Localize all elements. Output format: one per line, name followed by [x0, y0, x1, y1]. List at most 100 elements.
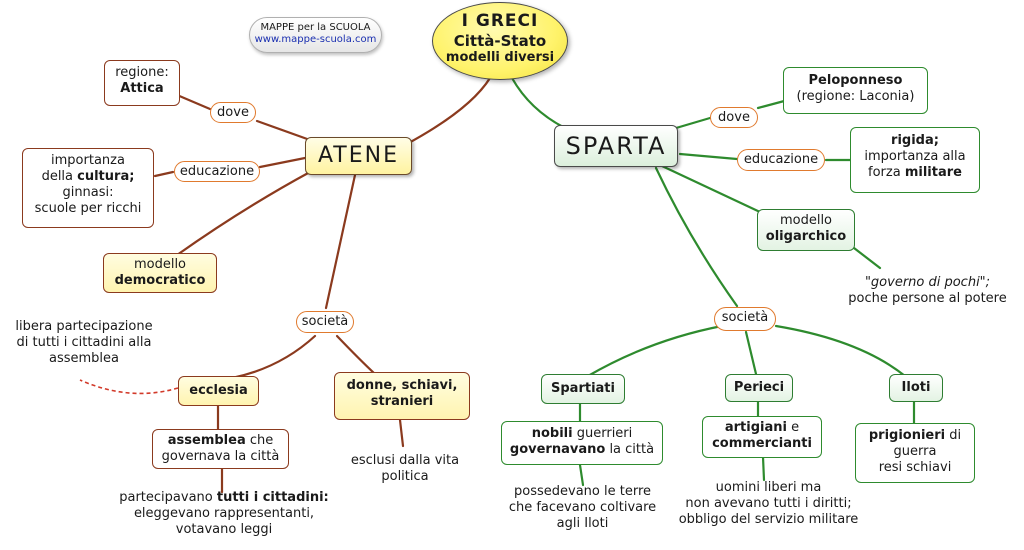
spartiati-desc-box: nobili guerrieri governavano la città [501, 421, 663, 465]
atene-assemblea-line-1b: che [245, 433, 274, 448]
title-line-2: Città-Stato [453, 31, 547, 50]
atene-dove-link: dove [210, 102, 256, 123]
atene-educazione-line-3: ginnasi: [62, 184, 114, 200]
sparta-modello-box: modello oligarchico [757, 209, 855, 251]
atene-modello-note-line-2: di tutti i cittadini alla [16, 334, 152, 350]
atene-assemblea-note-line-2: eleggevano rappresentanti, [133, 505, 315, 521]
iloti-box: Iloti [889, 374, 943, 402]
spartiati-note-line-1: possedevano le terre [514, 484, 651, 499]
perieci-label: Perieci [733, 380, 785, 395]
atene-educazione-text: educazione [179, 164, 255, 179]
atene-modello-note: libera partecipazione di tutti i cittadi… [2, 319, 166, 369]
perieci-box: Perieci [725, 374, 793, 402]
iloti-desc-line-1b: di [945, 428, 962, 443]
atene-donne-note-line-2: politica [381, 468, 429, 484]
atene-educazione-line-2b: cultura; [77, 168, 135, 184]
sparta-regione-box: Peloponneso (regione: Laconia) [783, 67, 928, 114]
sparta-educazione-text: educazione [743, 152, 819, 167]
spartiati-note-line-2: che facevano coltivare [508, 499, 657, 515]
sparta-regione-value: (regione: Laconia) [796, 88, 915, 104]
iloti-desc-line-3: resi schiavi [878, 459, 952, 475]
sparta-educazione-line-3b: militare [904, 164, 962, 180]
atene-assemblea-line-1a: assemblea [167, 433, 246, 448]
atene-label: ATENE [317, 143, 400, 168]
credit-url[interactable]: www.mappe-scuola.com [254, 34, 377, 46]
credit-badge: MAPPE per la SCUOLA www.mappe-scuola.com [249, 17, 382, 53]
spartiati-box: Spartiati [541, 374, 625, 404]
atene-donne-box: donne, schiavi, stranieri [334, 372, 470, 420]
sparta-educazione-line-2: importanza alla [864, 148, 966, 164]
sparta-modello-note-line-2: poche persone al potere [848, 290, 1007, 306]
spartiati-note: possedevano le terre che facevano coltiv… [500, 484, 665, 538]
sparta-modello-label: modello [779, 213, 833, 228]
perieci-note: uomini liberi ma non avevano tutti i dir… [666, 480, 871, 534]
perieci-desc-line-1b: e [786, 420, 800, 435]
sparta-node: SPARTA [554, 125, 678, 167]
sparta-dove-text: dove [718, 110, 750, 125]
perieci-desc-line-2: commercianti [712, 435, 812, 451]
sparta-modello-value: oligarchico [765, 228, 847, 244]
perieci-desc-box: artigiani e commercianti [702, 416, 822, 458]
sparta-societa-text: società [721, 310, 769, 325]
atene-ecclesia-label: ecclesia [189, 383, 248, 398]
iloti-desc-box: prigionieri di guerra resi schiavi [855, 423, 975, 483]
sparta-label: SPARTA [565, 132, 667, 160]
atene-dove-text: dove [217, 105, 249, 120]
iloti-desc-line-2: guerra [893, 443, 937, 459]
perieci-note-line-1: uomini liberi ma [715, 480, 822, 495]
spartiati-desc-line-1b: guerrieri [572, 426, 633, 441]
atene-assemblea-note-line-3: votavano leggi [175, 521, 273, 537]
atene-assemblea-line-1: assemblea che [153, 433, 288, 449]
iloti-desc-line-1: prigionieri di [856, 428, 974, 444]
atene-educazione-line-1: importanza [51, 153, 125, 168]
credit-title: MAPPE per la SCUOLA [260, 22, 371, 33]
atene-educazione-box: importanza della cultura; ginnasi: scuol… [22, 148, 154, 228]
atene-educazione-line-4: scuole per ricchi [34, 200, 142, 216]
atene-node: ATENE [305, 137, 412, 175]
title-line-3: modelli diversi [445, 50, 555, 66]
perieci-desc-line-1a: artigiani [724, 420, 787, 435]
sparta-societa-link: società [714, 307, 776, 331]
title-node: I GRECI Città-Stato modelli diversi [432, 2, 568, 80]
atene-ecclesia-box: ecclesia [178, 376, 259, 406]
perieci-desc-line-1: artigiani e [703, 420, 821, 436]
sparta-dove-link: dove [710, 107, 758, 128]
atene-donne-line-2: stranieri [370, 393, 434, 409]
spartiati-note-line-3: agli Iloti [556, 515, 609, 531]
atene-assemblea-box: assemblea che governava la città [152, 429, 289, 469]
sparta-educazione-line-1: rigida; [891, 133, 939, 148]
atene-societa-link: società [296, 311, 354, 333]
atene-regione-value: Attica [120, 80, 164, 96]
atene-assemblea-note: partecipavano tutti i cittadini: eleggev… [108, 490, 340, 544]
atene-educazione-line-2: della cultura; [23, 169, 153, 185]
atene-donne-line-1: donne, schiavi, [346, 378, 458, 393]
atene-assemblea-note-line-1b: tutti i cittadini: [216, 490, 329, 505]
sparta-educazione-line-3: forza militare [851, 165, 979, 181]
atene-assemblea-line-2: governava la città [161, 448, 280, 464]
atene-regione-label: regione: [115, 65, 169, 80]
atene-educazione-line-2a: della [41, 168, 78, 184]
spartiati-desc-line-1a: nobili [531, 426, 573, 441]
atene-modello-label: modello [133, 257, 187, 272]
iloti-desc-line-1a: prigionieri [868, 428, 946, 443]
sparta-modello-note-line-1: "governo di pochi"; [864, 275, 991, 290]
atene-donne-note-line-1: esclusi dalla vita [350, 453, 460, 468]
iloti-label: Iloti [901, 380, 931, 395]
spartiati-label: Spartiati [551, 381, 615, 396]
atene-societa-text: società [301, 314, 349, 329]
sparta-educazione-line-3a: forza [868, 164, 905, 180]
atene-donne-note: esclusi dalla vita politica [340, 453, 470, 489]
sparta-educazione-box: rigida; importanza alla forza militare [850, 127, 980, 193]
atene-assemblea-note-line-1a: partecipavano [119, 490, 217, 505]
spartiati-desc-line-2: governavano la città [502, 442, 662, 458]
spartiati-desc-line-2a: governavano [509, 441, 606, 457]
atene-educazione-link: educazione [174, 161, 260, 182]
atene-regione-box: regione: Attica [104, 60, 180, 106]
atene-modello-value: democratico [114, 272, 206, 288]
sparta-modello-note: "governo di pochi"; poche persone al pot… [835, 275, 1020, 311]
atene-modello-box: modello democratico [103, 253, 217, 293]
atene-modello-note-line-3: assemblea [48, 350, 119, 366]
perieci-note-line-2: non avevano tutti i diritti; [685, 495, 852, 511]
atene-modello-note-line-1: libera partecipazione [15, 319, 153, 334]
